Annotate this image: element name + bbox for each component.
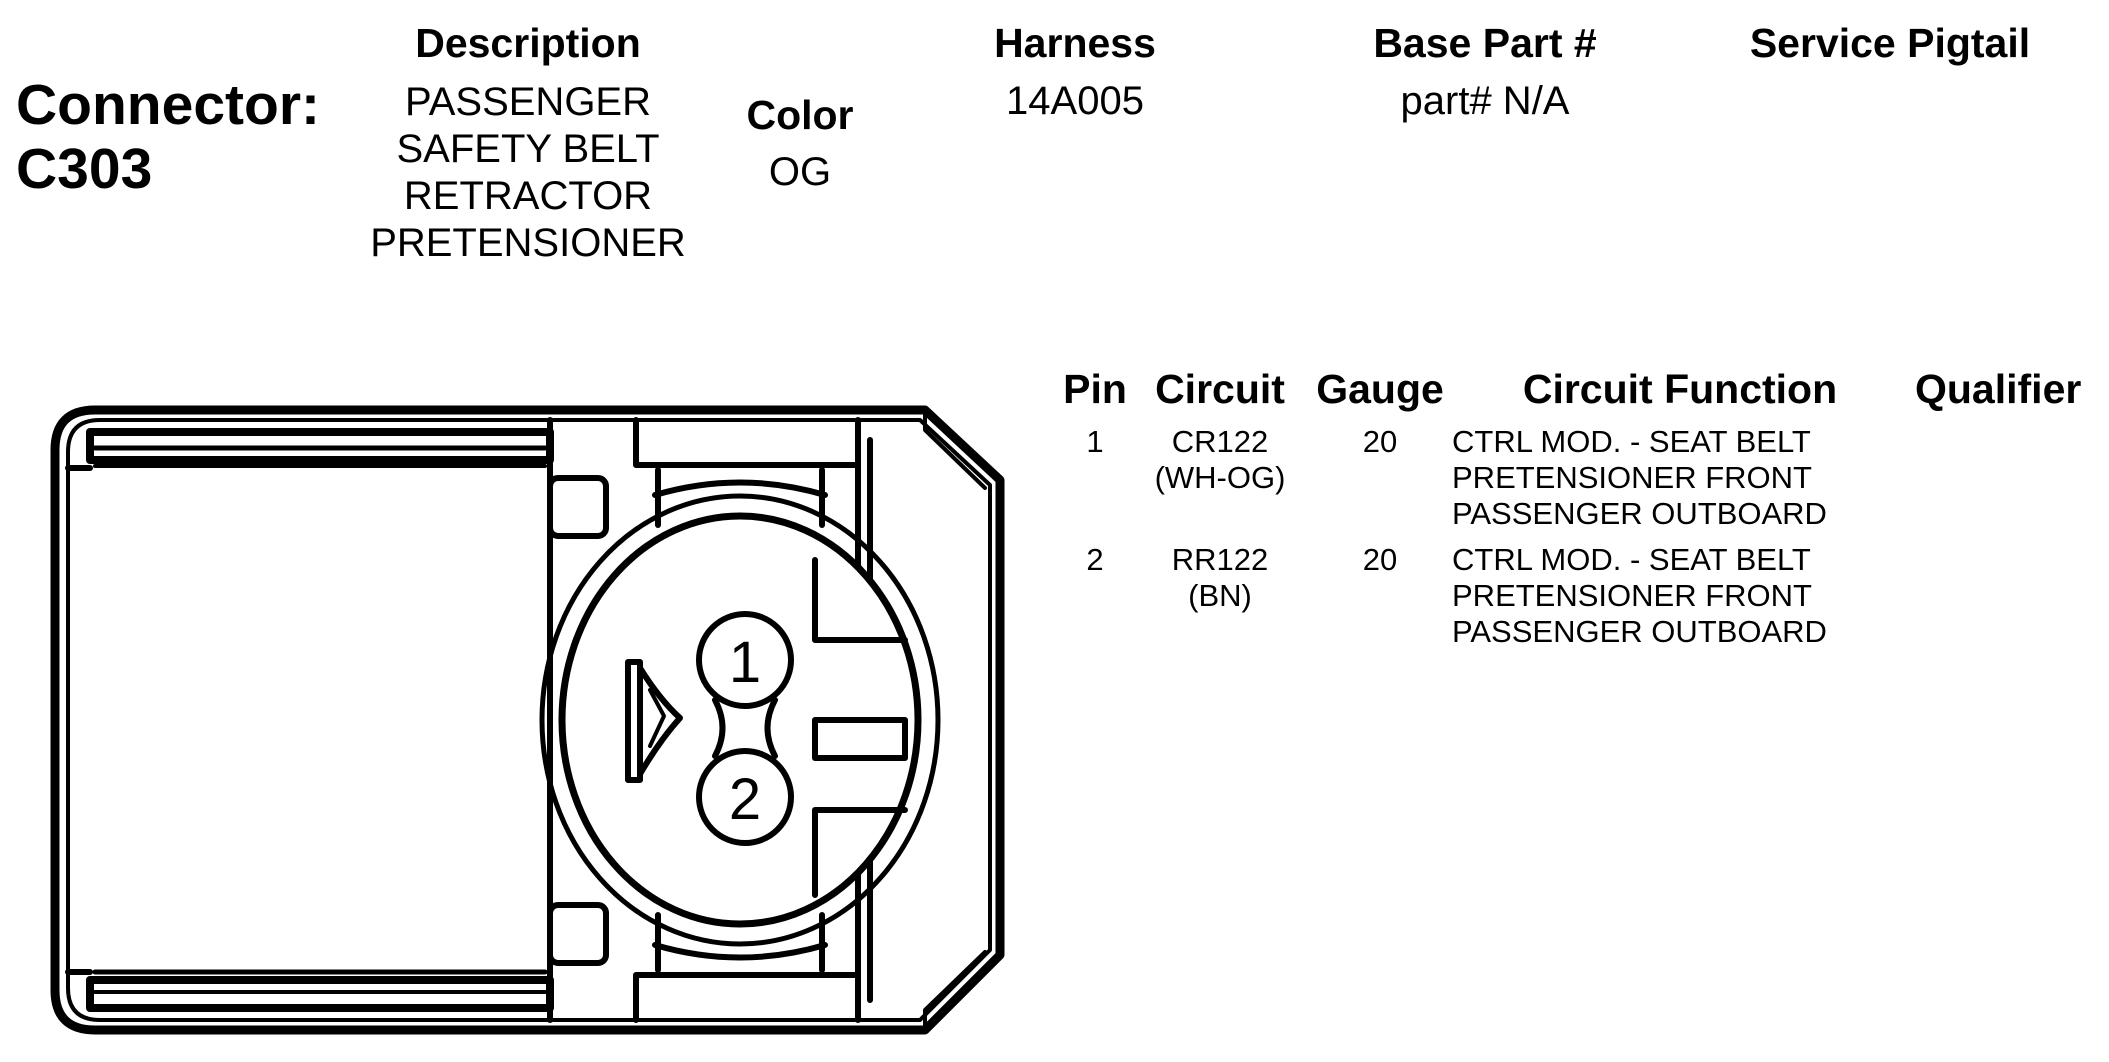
pin-number: 1 xyxy=(1086,424,1104,459)
base-part-value: part# N/A xyxy=(1400,79,1570,123)
description-value: PASSENGER SAFETY BELT RETRACTOR PRETENSI… xyxy=(300,79,756,267)
function-line: PASSENGER OUTBOARD xyxy=(1452,496,1827,531)
latch-square-bottom xyxy=(547,902,609,966)
latch-square-top xyxy=(547,475,609,539)
top-latch-rail xyxy=(65,417,554,479)
header-base-part: Base Part # xyxy=(1373,20,1597,66)
description-line: SAFETY BELT xyxy=(396,127,660,171)
function-line: PASSENGER OUTBOARD xyxy=(1452,614,1827,649)
housing-inner-outline xyxy=(66,418,992,1022)
gauge-value: 20 xyxy=(1362,542,1398,577)
header-service-pigtail: Service Pigtail xyxy=(1749,20,2031,66)
housing-bevel xyxy=(923,408,987,1032)
description-line: PRETENSIONER xyxy=(370,221,686,265)
cavity-bridge xyxy=(712,697,778,759)
cavity-2-label: 2 xyxy=(729,767,761,832)
function-line: CTRL MOD. - SEAT BELT xyxy=(1452,542,1811,577)
mating-face xyxy=(539,467,941,973)
housing-outline xyxy=(50,405,1005,1035)
col-pin: Pin xyxy=(1063,366,1127,412)
bottom-latch-rail xyxy=(65,961,554,1023)
circuit-function: CTRL MOD. - SEAT BELT PRETENSIONER FRONT… xyxy=(1452,542,1827,650)
header-color: Color xyxy=(746,92,854,138)
connector-label: Connector: xyxy=(16,73,320,137)
circuit-id: RR122 xyxy=(1171,542,1269,577)
function-line: PRETENSIONER FRONT xyxy=(1452,460,1812,495)
cavity-1: 1 xyxy=(696,611,794,709)
col-gauge: Gauge xyxy=(1316,366,1444,412)
cavity-1-label: 1 xyxy=(729,630,761,695)
circuit-value: RR122 (BN) xyxy=(1145,542,1295,614)
circuit-function: CTRL MOD. - SEAT BELT PRETENSIONER FRONT… xyxy=(1452,424,1827,532)
col-circuit-function: Circuit Function xyxy=(1522,366,1838,412)
circuit-value: CR122 (WH-OG) xyxy=(1145,424,1295,496)
color-value: OG xyxy=(768,150,832,194)
pin-number: 2 xyxy=(1086,542,1104,577)
harness-value: 14A005 xyxy=(1006,79,1144,123)
cavity-2: 2 xyxy=(696,748,794,846)
function-line: PRETENSIONER FRONT xyxy=(1452,578,1812,613)
connector-title: Connector: C303 xyxy=(16,73,320,201)
header-description: Description xyxy=(415,20,641,66)
gauge-value: 20 xyxy=(1362,424,1398,459)
connector-id: C303 xyxy=(16,137,153,201)
circuit-id: CR122 xyxy=(1171,424,1269,459)
description-line: PASSENGER xyxy=(405,80,651,124)
wire-color: (WH-OG) xyxy=(1154,460,1286,495)
header-harness: Harness xyxy=(994,20,1156,66)
description-line: RETRACTOR xyxy=(403,174,653,218)
function-line: CTRL MOD. - SEAT BELT xyxy=(1452,424,1811,459)
wire-color: (BN) xyxy=(1188,578,1252,613)
col-circuit: Circuit xyxy=(1155,366,1285,412)
col-qualifier: Qualifier xyxy=(1915,366,2082,412)
